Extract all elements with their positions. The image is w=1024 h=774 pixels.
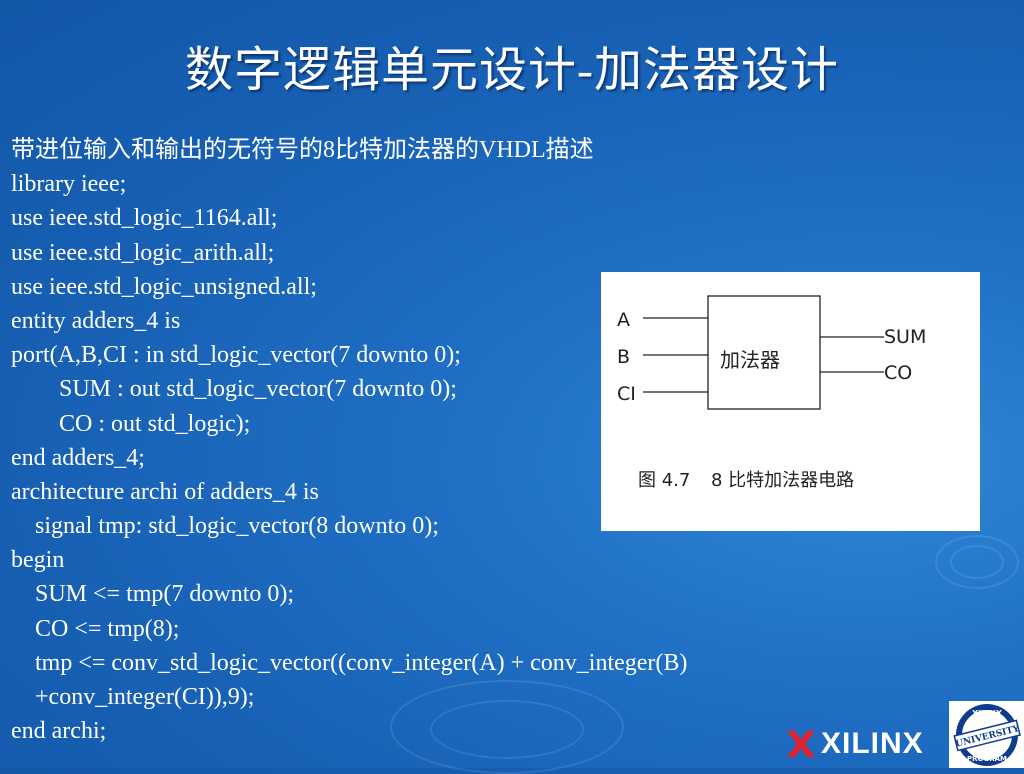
code-line: end archi;: [11, 718, 107, 745]
ripple-decoration: [950, 545, 1004, 579]
input-label-b: B: [617, 346, 630, 368]
output-label-co: CO: [884, 362, 912, 384]
adder-block: [707, 295, 821, 410]
slide-title: 数字逻辑单元设计-加法器设计: [185, 44, 839, 97]
figure-caption-text: 8 比特加法器电路: [711, 470, 854, 491]
code-line: end adders_4;: [11, 444, 145, 471]
adder-circuit-figure: A B CI 加法器 SUM CO 图 4.7 8 比特加法器电路: [601, 272, 980, 531]
xilinx-wordmark: XILINX: [821, 727, 924, 760]
code-line: signal tmp: std_logic_vector(8 downto 0)…: [11, 513, 439, 540]
code-line: begin: [11, 547, 65, 574]
code-line: entity adders_4 is: [11, 307, 181, 334]
code-line: tmp <= conv_std_logic_vector((conv_integ…: [11, 649, 688, 676]
code-line: architecture archi of adders_4 is: [11, 478, 319, 505]
code-line: use ieee.std_logic_unsigned.all;: [11, 273, 317, 300]
seal-top-text: XILINX: [972, 709, 1003, 718]
university-program-seal: XILINX UNIVERSITY PROGRAM: [949, 701, 1024, 768]
code-line: library ieee;: [11, 171, 127, 198]
input-label-ci: CI: [617, 383, 636, 405]
input-label-a: A: [617, 309, 630, 331]
description-line: 带进位输入和输出的无符号的8比特加法器的VHDL描述: [11, 137, 594, 163]
adder-circuit-diagram: A B CI 加法器 SUM CO 图 4.7 8 比特加法器电路: [617, 295, 926, 491]
code-line: use ieee.std_logic_1164.all;: [11, 205, 278, 232]
code-line: CO : out std_logic);: [11, 410, 251, 437]
ripple-decoration: [430, 700, 584, 759]
code-line: use ieee.std_logic_arith.all;: [11, 239, 275, 266]
ripple-decoration: [935, 535, 1019, 589]
xilinx-logo: XILINX: [785, 727, 924, 761]
vhdl-code-block: 带进位输入和输出的无符号的8比特加法器的VHDL描述 library ieee;…: [11, 133, 687, 748]
output-label-sum: SUM: [884, 326, 926, 348]
code-line: CO <= tmp(8);: [11, 615, 180, 642]
xilinx-logo-icon: [787, 731, 815, 757]
code-line: SUM <= tmp(7 downto 0);: [11, 581, 295, 608]
adder-block-label: 加法器: [720, 348, 780, 372]
university-program-seal-icon: XILINX UNIVERSITY PROGRAM: [949, 701, 1024, 768]
code-line: SUM : out std_logic_vector(7 downto 0);: [11, 376, 457, 403]
figure-caption-number: 图 4.7: [638, 470, 690, 491]
seal-bottom-text: PROGRAM: [967, 755, 1007, 763]
code-line: +conv_integer(CI)),9);: [11, 684, 255, 710]
code-line: port(A,B,CI : in std_logic_vector(7 down…: [11, 342, 461, 369]
